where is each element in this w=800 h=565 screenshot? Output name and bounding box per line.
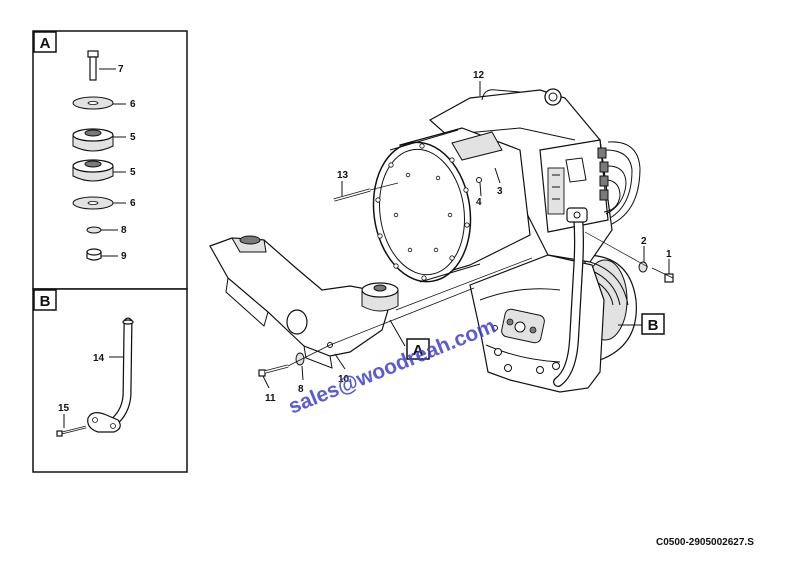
callout-5-top: 5	[130, 132, 136, 143]
bolt-11	[258, 364, 289, 377]
callout-5-bottom: 5	[130, 167, 136, 178]
callout-13: 13	[337, 170, 349, 181]
bracket-rubber-mount	[361, 282, 399, 312]
callout-2: 2	[641, 236, 647, 247]
callout-4: 4	[476, 197, 482, 208]
reference-box-a: A	[406, 338, 430, 360]
callout-15: 15	[58, 403, 70, 414]
bolt-15	[56, 425, 87, 437]
reference-box-b: B	[641, 313, 665, 335]
callout-14: 14	[93, 353, 105, 364]
bell-housing	[372, 127, 531, 283]
leader-lines	[262, 81, 674, 389]
callout-12: 12	[473, 70, 485, 81]
transmission-assembly	[209, 88, 674, 393]
callouts-main: 12 13 3 4 2 1 8 11 10	[265, 70, 672, 404]
bolt-7	[87, 50, 99, 81]
detail-panel-a: A 7 6	[32, 30, 188, 290]
nut-9	[86, 248, 102, 261]
callout-10: 10	[338, 374, 350, 385]
oil-pipe	[553, 207, 588, 387]
callout-11: 11	[265, 393, 276, 404]
washer-8-main	[295, 352, 305, 366]
washer-8	[86, 226, 102, 234]
rubber-mount-5-top	[72, 128, 114, 152]
ref-a-label: A	[413, 342, 424, 359]
callout-1: 1	[666, 249, 672, 260]
bolt-1	[664, 273, 674, 283]
callout-9: 9	[121, 251, 127, 262]
callout-3: 3	[497, 186, 503, 197]
rubber-mount-5-bottom	[72, 159, 114, 182]
detail-panel-b: B 14 15	[32, 288, 188, 473]
ref-b-label: B	[648, 317, 659, 334]
bolt-13	[333, 188, 371, 202]
drawing-number: C0500-2905002627.S	[656, 537, 754, 548]
callout-6-top: 6	[130, 99, 136, 110]
callout-7: 7	[118, 64, 124, 75]
washer-2	[638, 261, 648, 273]
hose-flange	[87, 412, 121, 433]
mounting-bracket-10	[209, 235, 389, 369]
control-valve-block	[539, 139, 641, 233]
detail-a-label: A	[40, 35, 51, 52]
callout-8-main: 8	[298, 384, 304, 395]
callout-8-detail: 8	[121, 225, 127, 236]
detail-b-label: B	[40, 293, 51, 310]
callout-6-bottom: 6	[130, 198, 136, 209]
